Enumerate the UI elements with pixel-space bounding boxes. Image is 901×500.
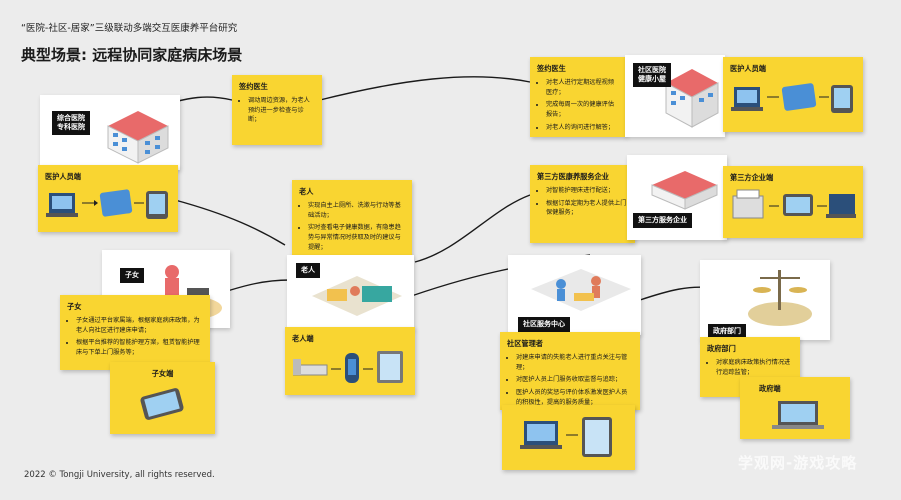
watermark: 学观网-游戏攻略	[738, 454, 858, 472]
community-hospital-tag-line2: 健康小屋	[638, 74, 666, 83]
service-center-device-note	[502, 405, 635, 470]
hospital-tag: 综合医院 专科医院	[52, 111, 90, 135]
service-center-title: 社区管理者	[507, 339, 543, 348]
government-illustration	[748, 270, 812, 326]
hospital-tag-line2: 专科医院	[57, 122, 85, 131]
community-hospital-card: 社区医院 健康小屋	[625, 55, 725, 137]
doctor-right-title: 签约医生	[537, 64, 566, 73]
third-party-device-label: 第三方企业端	[730, 173, 774, 182]
medical-devices-icon	[46, 189, 168, 219]
child-item: 根据平台推荐的智能护理方案，租赁智能护理床与下单上门服务等；	[76, 338, 203, 357]
third-party-item: 根据订单定期为老人提供上门保健服务；	[546, 199, 628, 218]
service-center-card: 社区服务中心	[508, 255, 641, 335]
elder-card: 老人	[287, 255, 414, 330]
doctor-right-item: 完成每周一次的健康评估报告；	[546, 100, 620, 119]
elder-item: 实时查看电子健康数据，有隐患趋势与异常情况时获取及时的建议与提醒；	[308, 223, 405, 252]
government-item: 对家庭病床政策执行情况进行追踪监管；	[716, 358, 793, 377]
government-device-label: 政府端	[759, 384, 781, 393]
hospital-medical-note: 医护人员端	[38, 165, 178, 232]
hospital-tag-line1: 综合医院	[57, 114, 85, 122]
phone-icon	[140, 388, 184, 420]
government-tag: 政府部门	[708, 324, 746, 339]
elder-device-note: 老人端	[285, 327, 415, 395]
government-laptop-icon	[772, 401, 824, 429]
community-medical-note: 医护人员端	[723, 57, 863, 132]
government-title: 政府部门	[707, 344, 736, 353]
elder-devices-icon	[293, 351, 403, 383]
service-center-item: 医护人员的奖惩与评价体系激发医护人员的积极性，提高的服务质量；	[516, 388, 633, 407]
service-center-item: 对建床申请的失能老人进行重点关注与管理；	[516, 353, 633, 372]
service-center-item: 对医护人员上门服务收取监督与追踪；	[516, 375, 633, 385]
elder-title: 老人	[299, 187, 314, 196]
third-party-device-note: 第三方企业端	[723, 166, 863, 238]
child-device-note: 子女端	[110, 362, 215, 434]
child-item: 子女通过平台家属端，根据家庭病床政策，为老人向社区进行建床申请；	[76, 316, 203, 335]
hospital-building-icon	[107, 111, 169, 164]
copyright-footer: 2022 © Tongji University, all rights res…	[24, 470, 215, 480]
community-hospital-tag: 社区医院 健康小屋	[633, 63, 671, 87]
third-party-item: 对智能护理床进行配送；	[546, 186, 628, 196]
doctor-left-note: 签约医生 调动周边资源，为老人预约进一步检查与诊断；	[232, 75, 322, 145]
service-center-illustration	[531, 269, 631, 311]
community-medical-label: 医护人员端	[730, 64, 766, 73]
elder-note: 老人 实现自主上厕所、洗漱与行动等基础活动； 实时查看电子健康数据，有隐患趋势与…	[292, 180, 412, 260]
child-device-label: 子女端	[151, 369, 174, 378]
community-hospital-tag-line1: 社区医院	[638, 66, 666, 74]
third-party-building-icon	[651, 171, 718, 210]
child-title: 子女	[67, 302, 82, 311]
elder-tag: 老人	[296, 263, 320, 278]
child-note: 子女 子女通过平台家属端，根据家庭病床政策，为老人向社区进行建床申请； 根据平台…	[60, 295, 210, 370]
hospital-card: 综合医院 专科医院	[40, 95, 180, 170]
elder-item: 实现自主上厕所、洗漱与行动等基础活动；	[308, 201, 405, 220]
government-card: 政府部门	[700, 260, 830, 340]
service-center-tag: 社区服务中心	[518, 317, 570, 332]
doctor-right-note: 签约医生 对老人进行定期远程视频医疗； 完成每周一次的健康评估报告； 对老人的询…	[530, 57, 627, 137]
government-device-note: 政府端	[740, 377, 850, 439]
doctor-right-item: 对老人进行定期远程视频医疗；	[546, 78, 620, 97]
third-party-card: 第三方服务企业	[627, 155, 727, 240]
doctor-right-item: 对老人的询问进行解答；	[546, 123, 620, 133]
third-party-devices-icon	[732, 189, 856, 219]
service-center-devices-icon	[520, 417, 612, 457]
hospital-medical-label: 医护人员端	[45, 172, 81, 181]
community-hospital-building-icon	[665, 69, 719, 128]
third-party-title: 第三方医康养服务企业	[537, 172, 609, 181]
third-party-note: 第三方医康养服务企业 对智能护理床进行配送； 根据订单定期为老人提供上门保健服务…	[530, 165, 635, 243]
third-party-tag: 第三方服务企业	[633, 213, 692, 228]
page-title: 典型场景: 远程协同家庭病床场景	[21, 46, 243, 64]
doctor-left-title: 签约医生	[239, 82, 268, 91]
community-medical-devices-icon	[731, 83, 853, 113]
elder-device-label: 老人端	[292, 334, 314, 343]
service-center-note: 社区管理者 对建床申请的失能老人进行重点关注与管理； 对医护人员上门服务收取监督…	[500, 332, 640, 410]
elder-room-illustration	[312, 276, 402, 316]
doctor-left-item: 调动周边资源，为老人预约进一步检查与诊断；	[248, 96, 315, 125]
page-header: “医院-社区-居家”三级联动多端交互医康养平台研究	[21, 23, 238, 34]
child-tag: 子女	[120, 268, 144, 283]
